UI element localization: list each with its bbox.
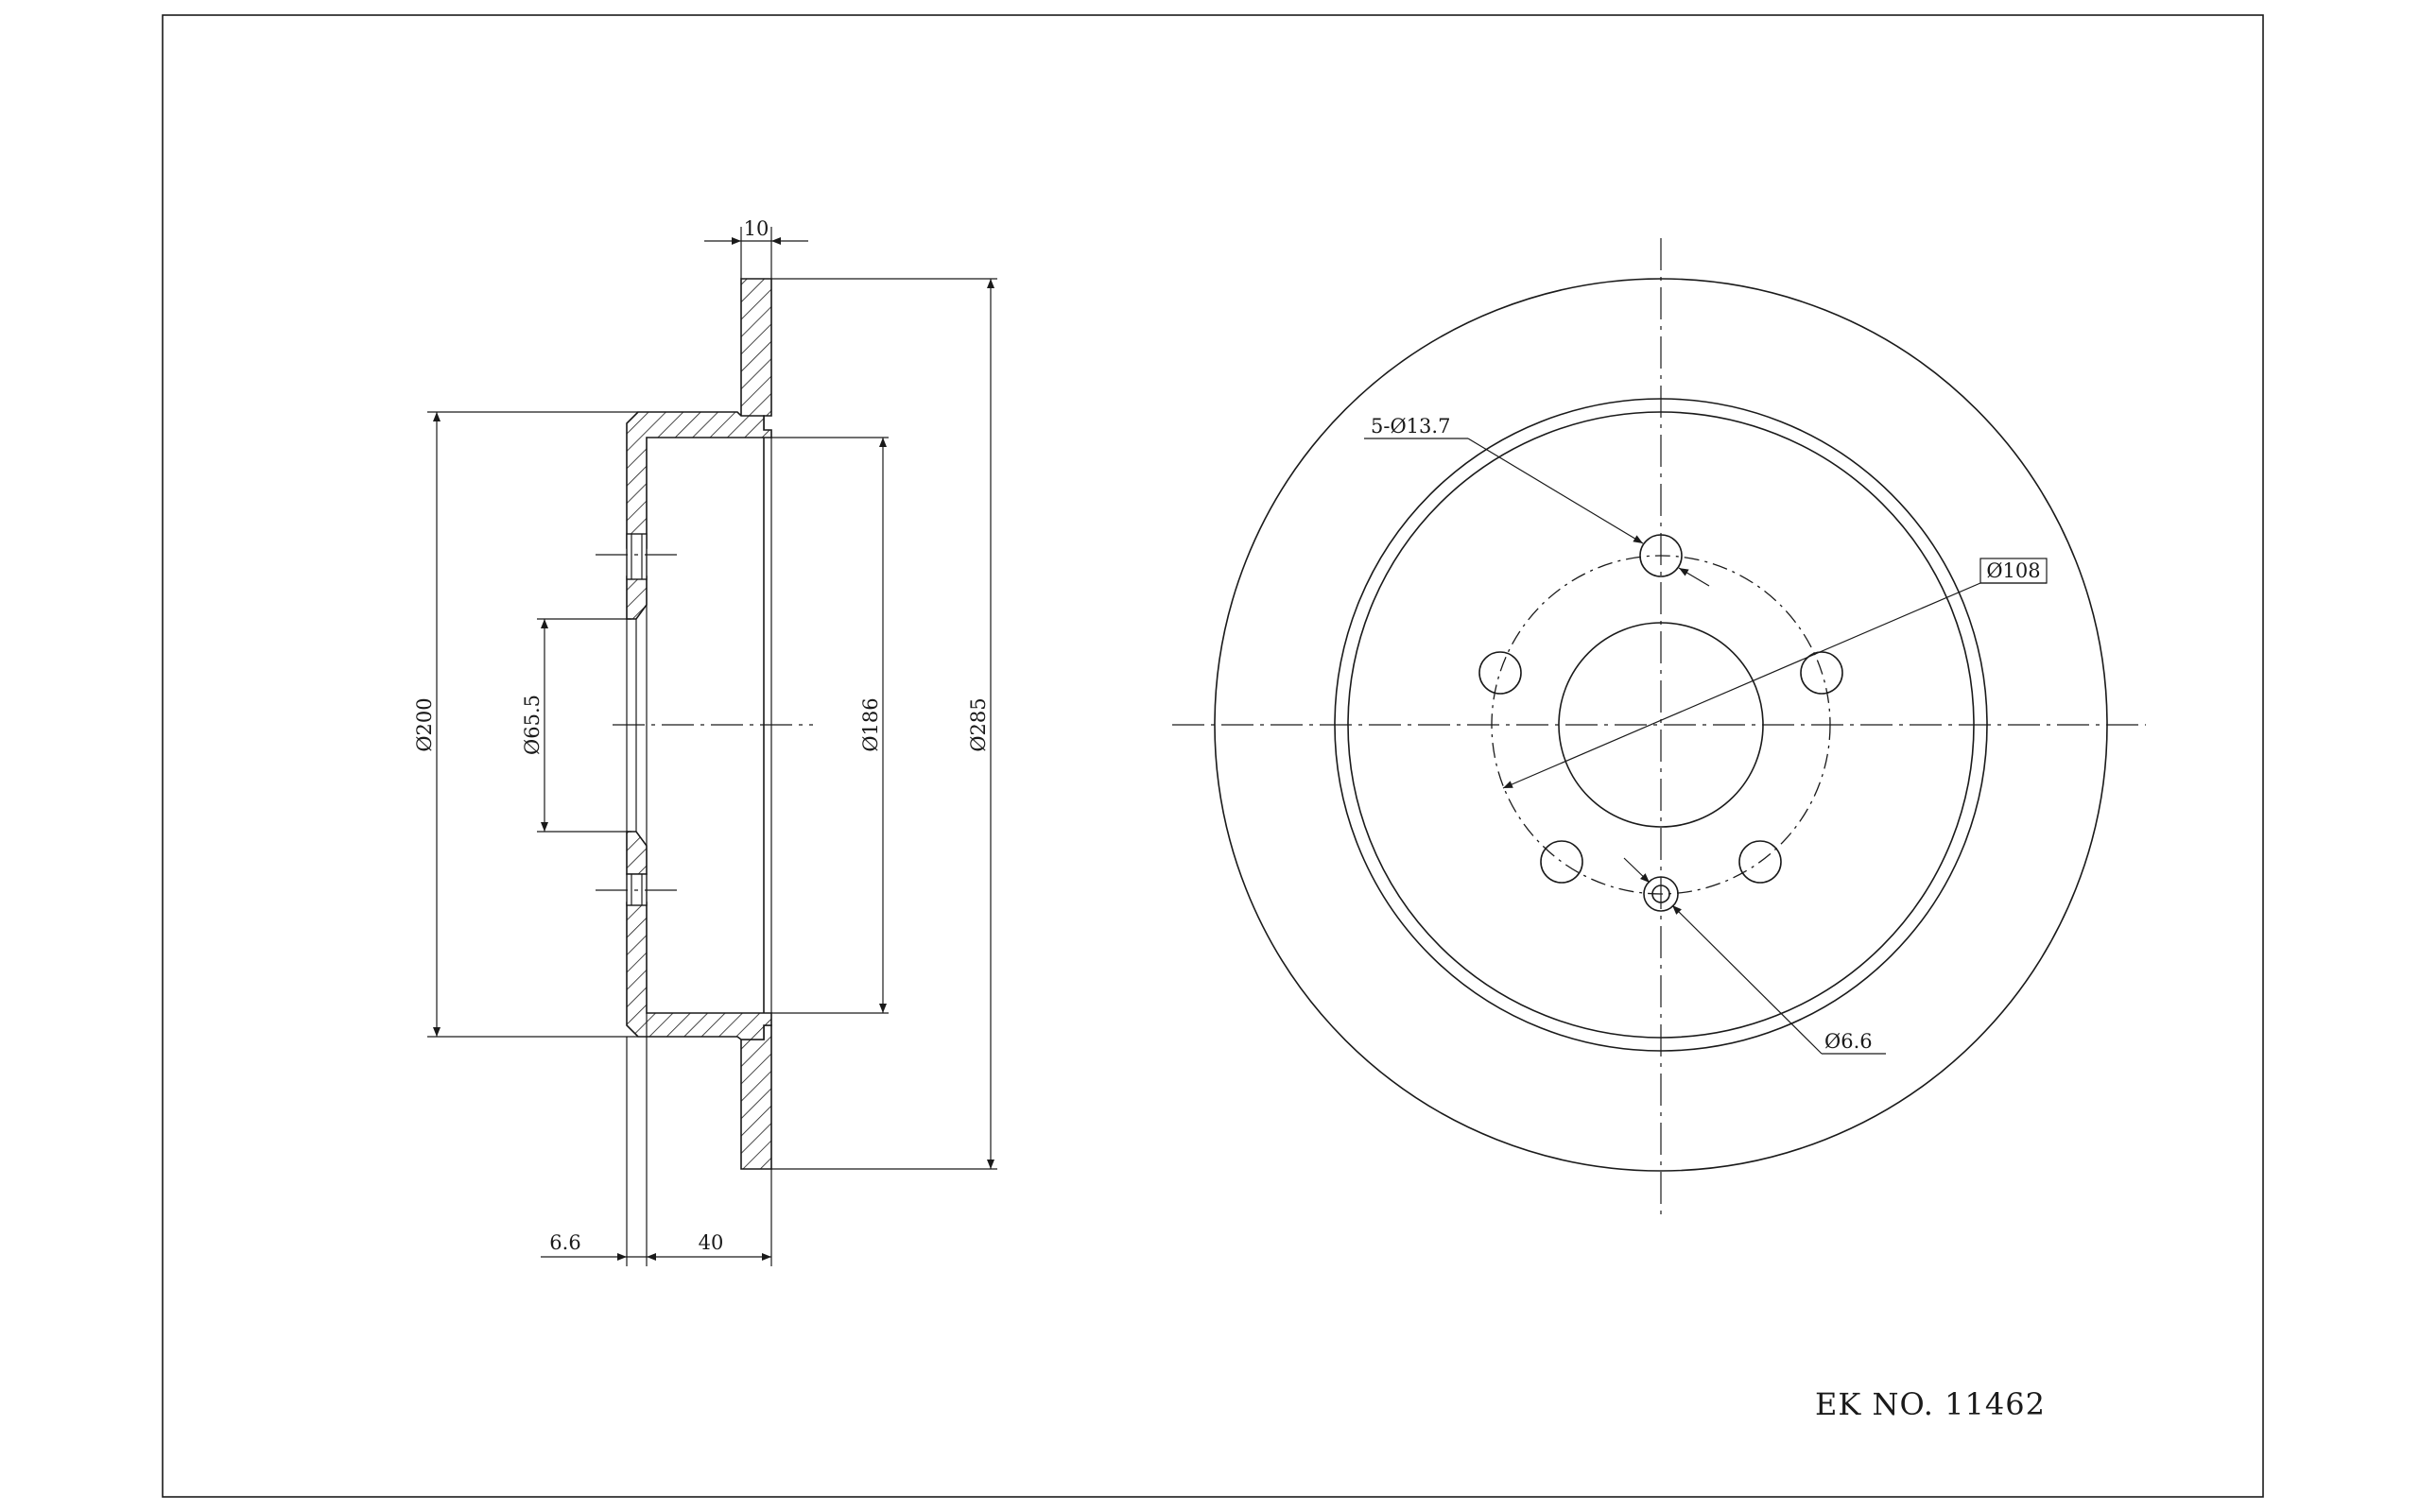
dim-overall-height: 40: [699, 1231, 724, 1254]
dim-bolt-holes: 5-Ø13.7: [1371, 415, 1450, 438]
bolt-hole: [1478, 651, 1522, 695]
front-view: 5-Ø13.7 Ø108 Ø6.6: [1172, 238, 2146, 1214]
dim-hat-diameter: Ø200: [413, 697, 436, 751]
hat-outer-edge: [1347, 411, 1975, 1039]
friction-ring-upper-section: [740, 278, 772, 431]
bolt-hole-upper-gap: [626, 533, 648, 580]
friction-ring-lower-section: [740, 1024, 772, 1170]
bolt-hole: [1540, 840, 1583, 884]
side-section-view: 10 Ø200 Ø65.5 Ø186 Ø285 6.6 40: [413, 217, 997, 1266]
bolt-hole: [1800, 651, 1843, 695]
dim-inner-diameter: Ø186: [859, 697, 882, 751]
part-number-label: EK NO. 11462: [1815, 1386, 2046, 1422]
drawing-border: [162, 14, 2264, 1498]
locating-hole-inner: [1651, 885, 1670, 903]
bolt-circle-dim-box: [1979, 558, 2048, 584]
hat-top-wall-section: [626, 411, 772, 549]
bolt-hole: [1738, 840, 1782, 884]
dim-outer-diameter: Ø285: [967, 697, 990, 751]
hub-face-lower-section: [626, 831, 648, 875]
dim-bolt-circle: Ø108: [1986, 559, 2040, 582]
dim-locating-hole: Ø6.6: [1824, 1030, 1873, 1053]
hat-bottom-wall-section: [626, 902, 772, 1040]
dim-center-bore: Ø65.5: [521, 695, 544, 755]
friction-ring-inner-edge: [1334, 398, 1988, 1052]
dim-ring-thickness: 10: [744, 217, 769, 240]
locating-hole-outer: [1643, 876, 1679, 912]
bolt-hole: [1639, 534, 1683, 577]
outer-disc-edge: [1214, 278, 2108, 1172]
bolt-circle: [1491, 555, 1831, 895]
hub-face-upper-section: [626, 576, 648, 620]
center-bore-circle: [1558, 622, 1764, 828]
dim-hat-thickness: 6.6: [549, 1231, 580, 1254]
